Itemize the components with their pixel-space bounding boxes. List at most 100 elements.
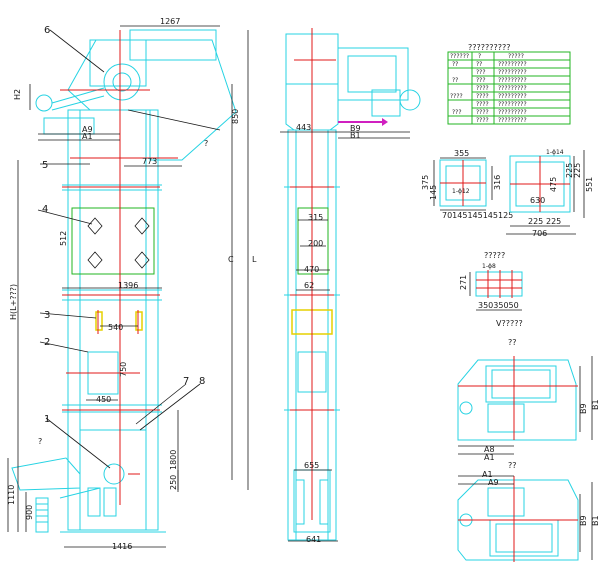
- dim-375: 375: [421, 175, 430, 190]
- dim-225-b: 225: [573, 163, 582, 178]
- dim-1416: 1416: [112, 542, 132, 551]
- spec-r6c2: ?????????: [498, 109, 527, 116]
- callout-8: 8: [199, 376, 205, 387]
- spec-r3c1: ????: [476, 85, 489, 92]
- dim-475: 475: [549, 177, 558, 192]
- dim-225-a: 225: [565, 163, 574, 178]
- spec-head-0: ??????: [450, 53, 469, 60]
- callout-7: 7: [183, 376, 189, 387]
- dim-443: 443: [296, 123, 311, 132]
- dim-l: L: [252, 255, 257, 264]
- spec-r2c2: ?????????: [498, 77, 527, 84]
- spec-r4c0: ????: [450, 93, 463, 100]
- spec-r7c1: ????: [476, 117, 489, 124]
- dim-plan-a9: A9: [488, 478, 499, 487]
- spec-table: [447, 51, 571, 125]
- dim-plan-b9-lower: B9: [579, 515, 588, 526]
- dim-plan-b1: B1: [591, 399, 600, 410]
- dim-225-d: 225: [546, 217, 561, 226]
- dim-145: 145: [429, 185, 438, 200]
- dim-551: 551: [585, 177, 594, 192]
- spec-r7c2: ?????????: [498, 117, 527, 124]
- dim-62: 62: [304, 281, 314, 290]
- dim-750: 750: [119, 362, 128, 377]
- callout-6: 6: [44, 25, 50, 36]
- spec-head-1: ?: [478, 53, 481, 60]
- dim-1110: 1110: [7, 485, 16, 505]
- plan-lower-q: ??: [508, 461, 517, 470]
- spec-r3c2: ?????????: [498, 85, 527, 92]
- dim-small-bottom: 35035050: [478, 301, 519, 310]
- dim-plan-a8: A8: [484, 445, 495, 454]
- dim-plan-b9: B9: [579, 403, 588, 414]
- plan-upper-title: V?????: [496, 319, 523, 328]
- spec-r4c1: ????: [476, 93, 489, 100]
- hole-note-side: 1-ϕ14: [546, 149, 564, 156]
- spec-r1c1: ???: [476, 69, 486, 76]
- dim-a1: A1: [82, 132, 93, 141]
- dim-316: 316: [493, 175, 502, 190]
- detail-small-flange: [469, 270, 523, 311]
- note-q-lower: ?: [38, 437, 42, 446]
- dim-top-width: 1267: [160, 17, 180, 26]
- spec-r2c1: ???: [476, 77, 486, 84]
- dim-b9: B9: [350, 124, 361, 133]
- note-q-upper: ?: [204, 139, 208, 148]
- dim-h: H(L+???): [9, 284, 18, 320]
- dim-b1: B1: [350, 131, 361, 140]
- detail-side-opening: [506, 150, 585, 235]
- dim-850: 850: [231, 109, 240, 124]
- plan-upper-q: ??: [508, 338, 517, 347]
- hole-note-small: 1-ϕ8: [482, 263, 496, 270]
- spec-r6c1: ????: [476, 109, 489, 116]
- spec-table-title: ??????????: [468, 43, 510, 52]
- dim-1396: 1396: [118, 281, 138, 290]
- dim-a9: A9: [82, 125, 93, 134]
- spec-r0c0: ??: [452, 61, 458, 68]
- spec-r5c1: ????: [476, 101, 489, 108]
- spec-r6c0: ???: [452, 109, 462, 116]
- dim-540: 540: [108, 323, 123, 332]
- dim-h2: H2: [13, 89, 22, 100]
- dim-450: 450: [96, 395, 111, 404]
- dim-655: 655: [304, 461, 319, 470]
- dim-355: 355: [454, 149, 469, 158]
- dim-315: 315: [308, 213, 323, 222]
- dim-641: 641: [306, 535, 321, 544]
- dim-225-c: 225: [528, 217, 543, 226]
- dim-plan-b1-lower: B1: [591, 515, 600, 526]
- dim-bottom-string: 70145145145125: [442, 211, 513, 220]
- plan-view-upper: [457, 356, 593, 455]
- spec-r1c2: ?????????: [498, 69, 527, 76]
- callout-4: 4: [42, 204, 48, 215]
- spec-r5c2: ?????????: [498, 101, 527, 108]
- callout-1: 1: [44, 414, 50, 425]
- small-flange-title: ?????: [484, 251, 505, 260]
- dim-plan-a1: A1: [484, 453, 495, 462]
- spec-r2c0: ??: [452, 77, 458, 84]
- dim-512: 512: [59, 231, 68, 246]
- front-view: [7, 25, 249, 548]
- side-view: [280, 28, 421, 542]
- dim-773: 773: [142, 157, 157, 166]
- callout-2: 2: [44, 337, 50, 348]
- dim-plan-a1-lower: A1: [482, 470, 493, 479]
- dim-250: 250: [169, 475, 178, 490]
- dim-271: 271: [459, 275, 468, 290]
- dim-c: C: [228, 255, 234, 264]
- spec-r0c2: ?????????: [498, 61, 527, 68]
- spec-r0c1: ??: [476, 61, 482, 68]
- callout-5: 5: [42, 160, 48, 171]
- spec-head-2: ?????: [508, 53, 524, 60]
- hole-note-top: 1-ϕ12: [452, 188, 470, 195]
- dim-200: 200: [308, 239, 323, 248]
- dim-470: 470: [304, 265, 319, 274]
- dim-706: 706: [532, 229, 547, 238]
- detail-top-opening: [433, 157, 493, 211]
- dim-630: 630: [530, 196, 545, 205]
- dim-900: 900: [25, 505, 34, 520]
- spec-r4c2: ?????????: [498, 93, 527, 100]
- plan-view-lower: [457, 475, 593, 562]
- callout-3: 3: [44, 310, 50, 321]
